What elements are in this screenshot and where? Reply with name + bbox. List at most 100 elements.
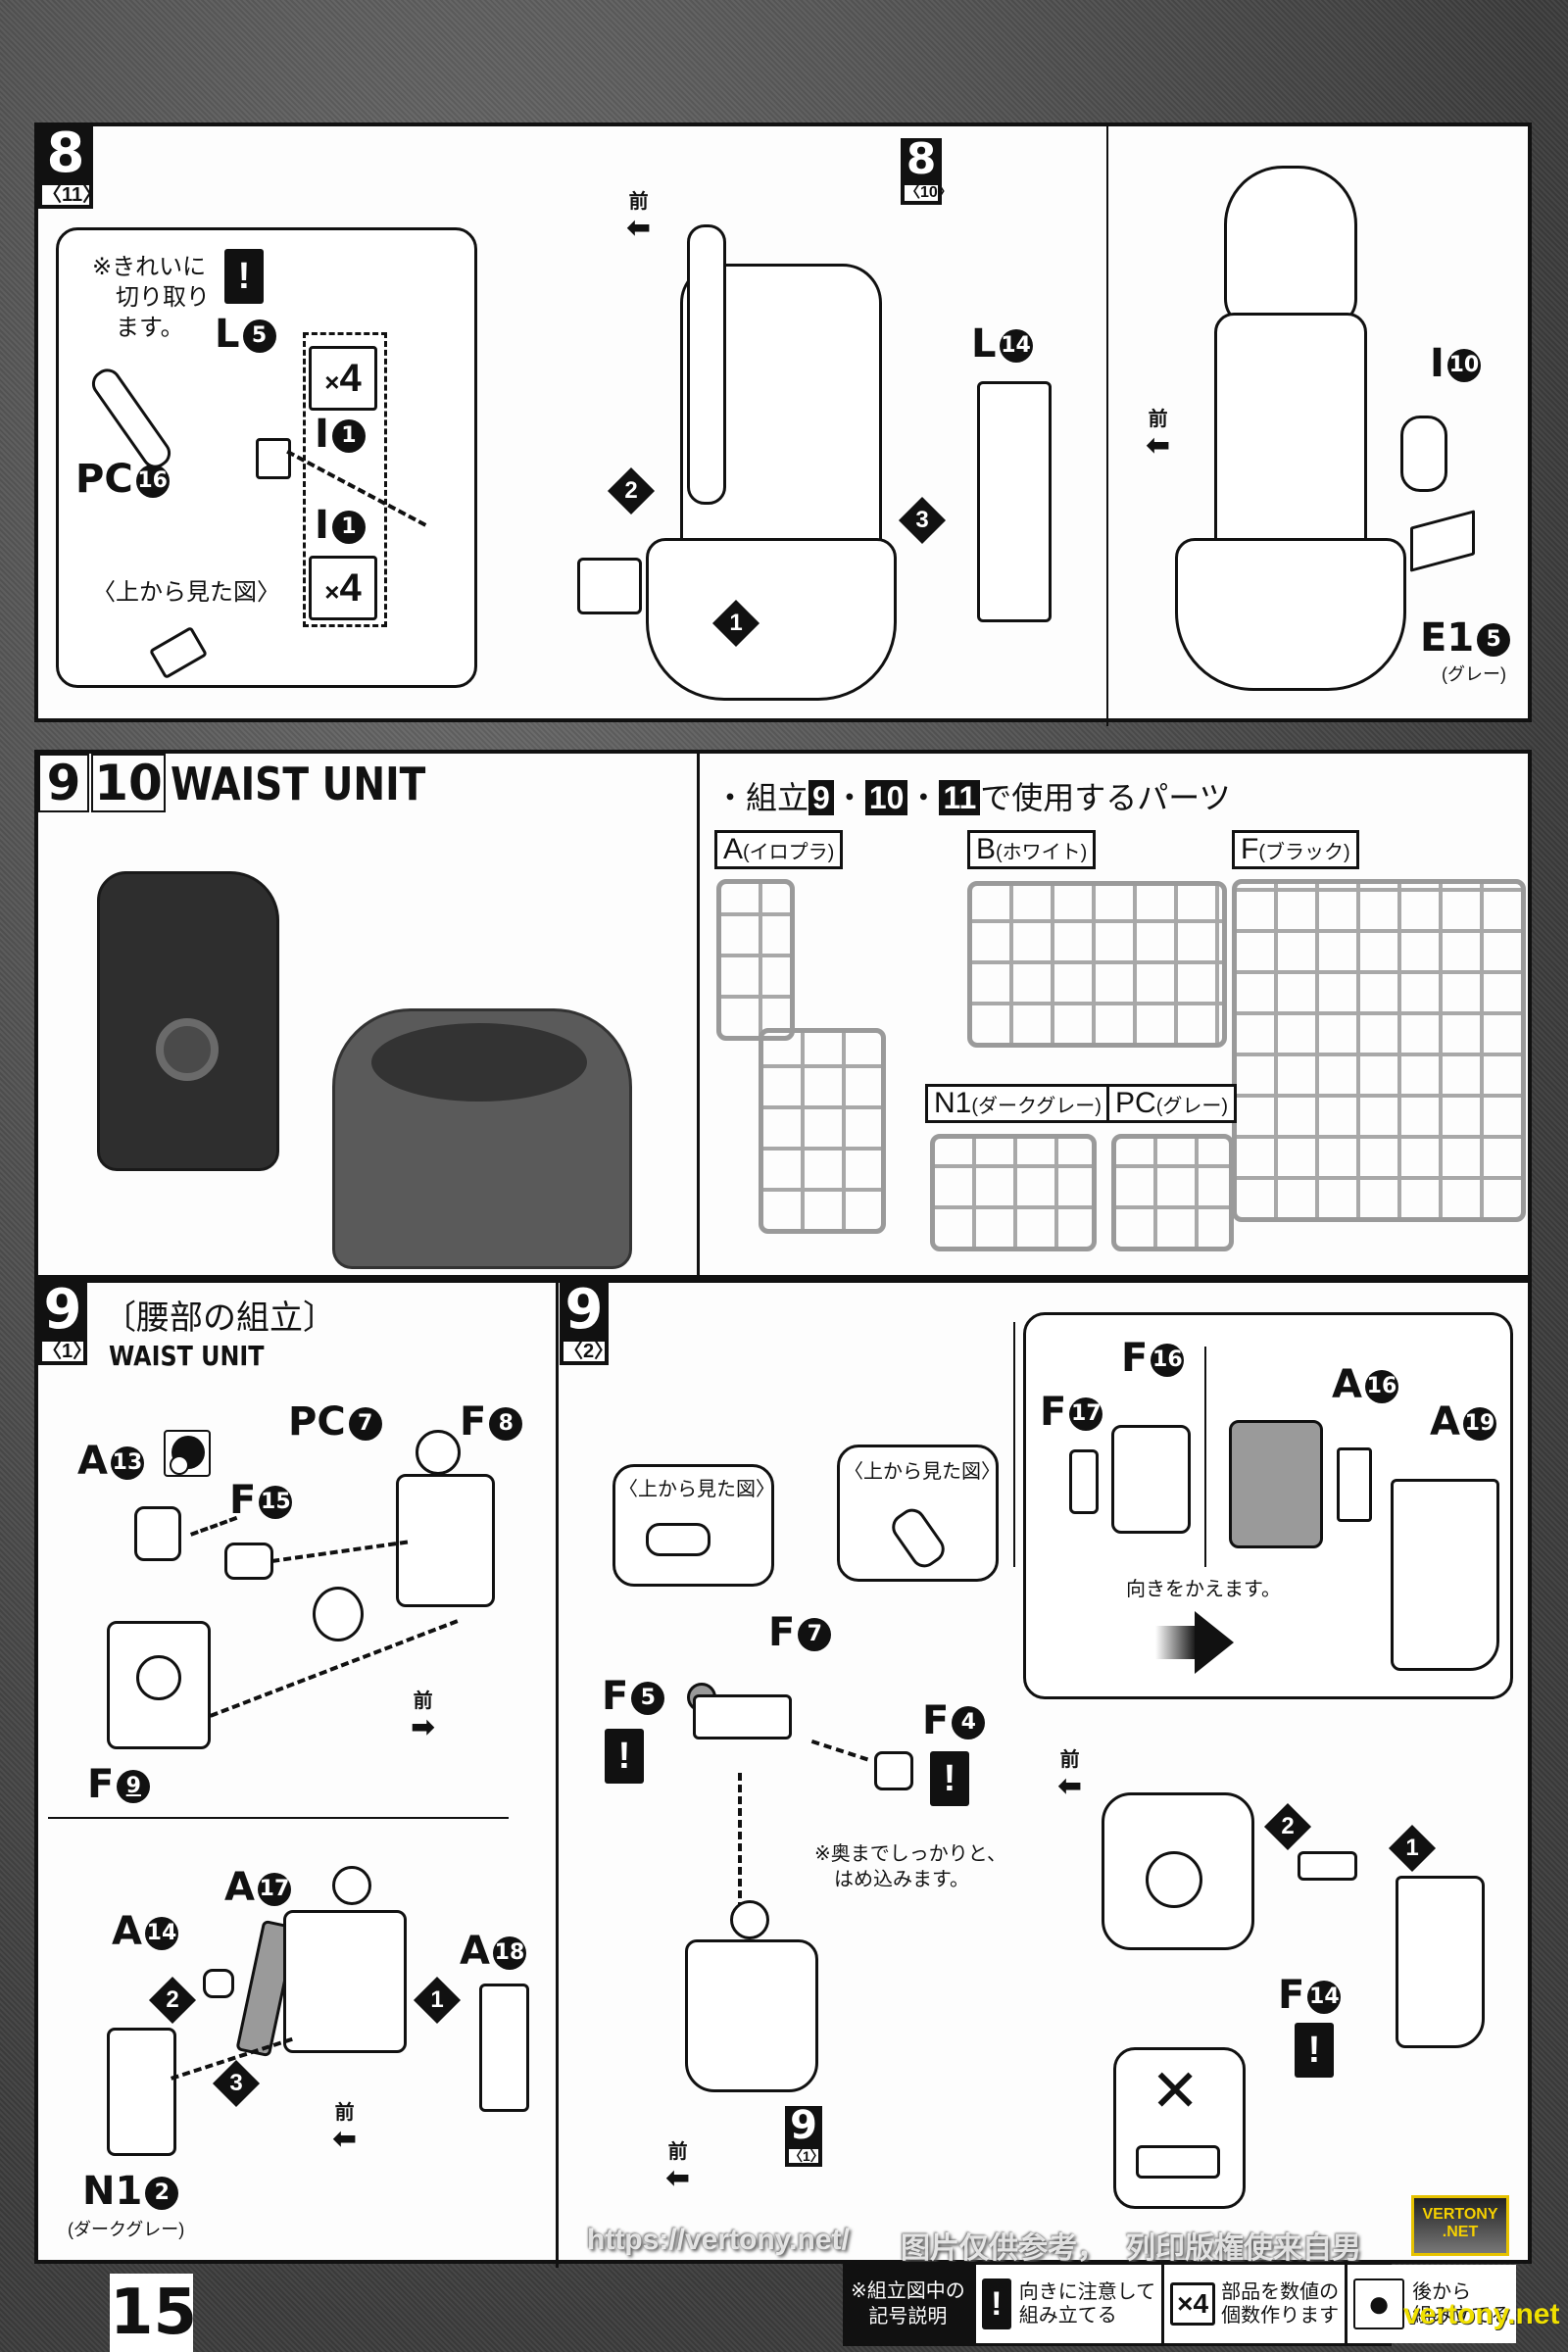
legend-item-multiplier: ×4 部品を数値の個数作ります — [1164, 2265, 1346, 2343]
step-title-en: WAIST UNIT — [109, 1340, 265, 1372]
f17-part-drawing — [1069, 1449, 1099, 1514]
waist-joint-drawing — [1146, 1851, 1202, 1908]
orientation-warning-icon: ! — [605, 1729, 644, 1784]
ball-joint-drawing — [730, 1900, 769, 1939]
front-direction-indicator: 前⬅ — [332, 2102, 358, 2155]
step-number-10: 10 — [91, 754, 166, 812]
step-number-9-2: 9 〈2〉 — [560, 1283, 613, 1365]
clean-cut-note: ※きれいに 切り取り ます。 — [92, 252, 210, 344]
step-number-8: 8 〈11〉 — [38, 122, 103, 209]
a18-part-drawing — [479, 1984, 529, 2112]
legend-item-orientation: ! 向きに注意して組み立てる — [975, 2265, 1162, 2343]
step-divider — [556, 1283, 559, 2268]
note-line: ます。 — [116, 315, 184, 342]
build-later-icon: ● — [1353, 2278, 1405, 2329]
orientation-warning-icon: ! — [224, 249, 264, 304]
arrow-left-icon: ⬅ — [626, 212, 652, 244]
waist-back-drawing — [1229, 1420, 1323, 1548]
turn-around-note: 向きをかえます。 — [1126, 1579, 1281, 1600]
runner-F-diagram — [1232, 879, 1526, 1222]
hose-part-drawing — [577, 558, 642, 614]
f16-part-drawing — [1111, 1425, 1191, 1534]
runner-label-N1: N1(ダークグレー) — [925, 1084, 1110, 1123]
callout-divider — [1204, 1347, 1206, 1567]
multiplier-badge: ×4 — [309, 556, 377, 620]
front-direction-indicator: 前➡ — [411, 1690, 436, 1743]
step-seq-2: 2 — [607, 466, 656, 515]
wrong-orientation-callout — [1113, 2047, 1246, 2209]
f14-part-drawing — [1298, 1851, 1357, 1881]
arrow-left-icon: ⬅ — [332, 2123, 358, 2155]
watermark-text: 列印版権使来自男 — [1126, 2232, 1361, 2265]
bracket-part-drawing — [256, 438, 291, 479]
n12-part-drawing — [107, 2028, 176, 2156]
waist-joint-render — [156, 1018, 219, 1081]
site-watermark: vertony.net — [1403, 2298, 1560, 2330]
symbol-legend: ※組立図中の記号説明 ! 向きに注意して組み立てる ×4 部品を数値の個数作りま… — [843, 2262, 1517, 2346]
step-seq-3: 3 — [212, 2059, 261, 2108]
runner-label-B: B(ホワイト) — [967, 830, 1097, 869]
runner-label-PC: PC(グレー) — [1106, 1084, 1238, 1123]
orientation-warning-icon: ! — [981, 2278, 1011, 2329]
a16-part-drawing — [1337, 1447, 1372, 1522]
a13-part-drawing — [134, 1506, 181, 1561]
assembly-path-line — [738, 1773, 742, 1910]
page-number: 15 — [110, 2274, 197, 2352]
step-seq-1: 1 — [413, 1976, 462, 2025]
step-reference-8-10: 8 〈10〉 — [901, 138, 954, 205]
f8-part-drawing — [396, 1474, 495, 1607]
waist-assembly-drawing — [685, 1939, 818, 2092]
front-direction-indicator: 前⬅ — [1146, 409, 1171, 462]
assembly-path-line — [271, 1540, 409, 1563]
e15-part-drawing — [1410, 510, 1475, 572]
a14-part-drawing — [203, 1969, 234, 1998]
i10-part-drawing — [1400, 416, 1447, 492]
legend-item-build-later: ● 後から組み立てる — [1348, 2265, 1517, 2343]
step-sub: 〈11〉 — [40, 183, 103, 207]
runner-A-diagram — [716, 879, 795, 1041]
f4-part-drawing — [874, 1751, 913, 1790]
step-number: 8 — [46, 122, 85, 185]
step-numbers: 9 10 — [38, 754, 166, 812]
turn-arrow-icon — [1195, 1611, 1234, 1674]
f15-part-drawing — [224, 1543, 273, 1580]
note-line: 切り取り — [116, 284, 210, 312]
assembly-path-line — [190, 1515, 238, 1537]
ball-joint-drawing — [416, 1430, 461, 1475]
ball-joint-drawing — [332, 1866, 371, 1905]
part-color-note: (ダークグレー) — [68, 2220, 185, 2239]
step-seq-3: 3 — [898, 496, 947, 545]
orientation-warning-icon: ! — [1295, 2023, 1334, 2078]
figure-divider — [1013, 1322, 1015, 1567]
runner-PC-diagram — [1111, 1134, 1234, 1251]
legend-heading: ※組立図中の記号説明 — [851, 2280, 965, 2328]
turn-arrow-tail — [1155, 1626, 1197, 1659]
insert-fully-note: ※奥までしっかりと、 はめ込みます。 — [814, 1843, 1006, 1890]
l14-part-drawing — [977, 381, 1052, 622]
waist-frame-drawing — [283, 1910, 407, 2053]
top-view-label: 〈上から見た図〉 — [844, 1461, 1001, 1483]
multiplier-badge: ×4 — [309, 346, 377, 411]
figure-divider — [1106, 126, 1108, 726]
assembly-path-line — [810, 1740, 869, 1762]
torso-head-drawing — [1224, 166, 1357, 328]
step-seq-1: 1 — [711, 599, 760, 648]
